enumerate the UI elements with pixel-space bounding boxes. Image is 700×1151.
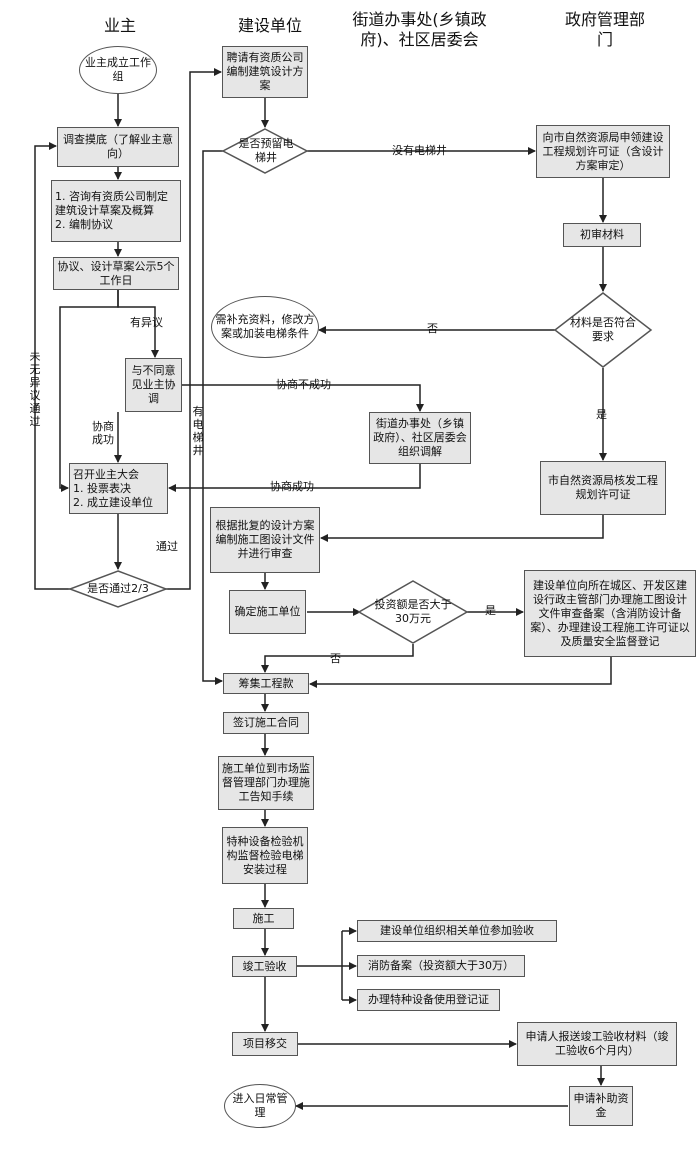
node-acceptance: 竣工验收 — [232, 956, 297, 977]
node-negotiate: 与不同意见业主协调 — [125, 358, 182, 412]
node-supplement: 需补充资料，修改方案或加装电梯条件 — [211, 296, 319, 358]
node-handover: 项目移交 — [232, 1032, 298, 1056]
node-publicize: 协议、设计草案公示5个工作日 — [53, 257, 179, 290]
node-pass-check: 是否通过2/3 — [87, 582, 149, 595]
header-street: 街道办事处(乡镇政府)、社区居委会 — [352, 10, 487, 49]
node-reserved: 是否预留电梯井 — [238, 137, 294, 164]
label-no2: 否 — [330, 652, 341, 665]
header-owner: 业主 — [103, 16, 136, 35]
node-survey: 调查摸底（了解业主意向） — [57, 127, 179, 167]
node-hire-design: 聘请有资质公司编制建筑设计方案 — [222, 46, 308, 98]
node-contractor: 确定施工单位 — [229, 590, 306, 634]
label-objection: 有异议 — [130, 316, 163, 329]
node-start: 业主成立工作组 — [79, 46, 157, 94]
label-no: 否 — [427, 322, 438, 335]
diamond-pass-shape — [67, 570, 169, 608]
node-acc3: 办理特种设备使用登记证 — [357, 989, 500, 1011]
node-consult: 1. 咨询有资质公司制定建筑设计草案及概算 2. 编制协议 — [51, 180, 181, 242]
node-acc2: 消防备案（投资额大于30万） — [357, 955, 525, 977]
label-negotiate-ok: 协商成功 — [92, 420, 114, 446]
label-yes2: 是 — [485, 604, 496, 617]
label-no-objection: 未无异议通过 — [29, 350, 41, 428]
node-filing: 建设单位向所在城区、开发区建设行政主管部门办理施工图设计文件审查备案（含消防设计… — [524, 570, 696, 657]
node-notify: 施工单位到市场监督管理部门办理施工告知手续 — [218, 756, 314, 810]
label-negotiate-fail: 协商不成功 — [276, 378, 331, 391]
node-issue-permit: 市自然资源局核发工程规划许可证 — [540, 461, 666, 515]
label-has-shaft: 有电梯井 — [192, 405, 204, 457]
node-submit: 申请人报送竣工验收材料（竣工验收6个月内） — [517, 1022, 677, 1066]
node-build: 施工 — [233, 908, 294, 929]
node-construction-drawing: 根据批复的设计方案编制施工图设计文件并进行审查 — [210, 507, 320, 573]
node-material-ok: 材料是否符合要求 — [570, 316, 636, 343]
diamond-material-shape — [553, 292, 653, 368]
node-inspection: 特种设备检验机构监督检验电梯安装过程 — [222, 827, 308, 884]
node-mediation: 街道办事处（乡镇政府）、社区居委会组织调解 — [369, 412, 471, 464]
node-acc1: 建设单位组织相关单位参加验收 — [357, 920, 557, 942]
node-subsidy: 申请补助资金 — [569, 1086, 633, 1126]
label-yes: 是 — [596, 408, 607, 421]
label-passed: 通过 — [156, 540, 178, 553]
node-apply-permit: 向市自然资源局申领建设工程规划许可证（含设计方案审定） — [536, 125, 670, 178]
label-negotiate-ok2: 协商成功 — [270, 480, 314, 493]
header-gov: 政府管理部门 — [565, 10, 646, 49]
diamond-invest-shape — [357, 580, 469, 644]
node-initial-review: 初审材料 — [563, 223, 641, 247]
label-no-shaft: 没有电梯井 — [392, 144, 447, 157]
node-contract: 签订施工合同 — [223, 712, 309, 734]
node-daily: 进入日常管理 — [224, 1084, 296, 1128]
node-invest-check: 投资额是否大于30万元 — [374, 598, 452, 625]
node-meeting: 召开业主大会 1. 投票表决 2. 成立建设单位 — [69, 463, 168, 514]
diamond-reserved-shape — [221, 128, 309, 174]
node-funds: 筹集工程款 — [223, 673, 309, 694]
header-builder: 建设单位 — [237, 16, 302, 35]
